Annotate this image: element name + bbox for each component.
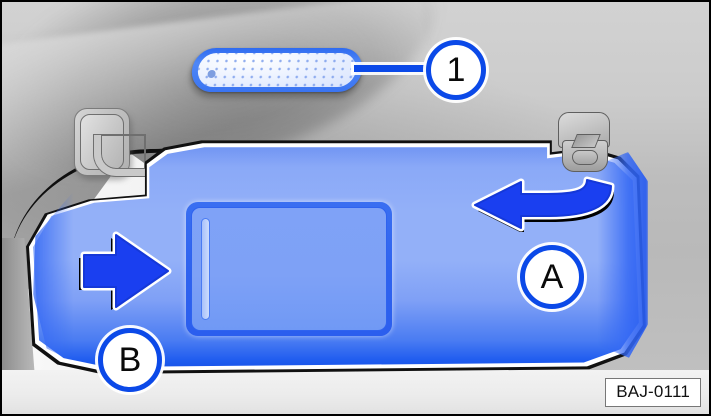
vanity-mirror-panel	[186, 202, 392, 336]
callout-1: 1	[426, 40, 486, 100]
vanity-light-strip	[189, 48, 365, 92]
arrow-a-swing-visor	[460, 170, 622, 234]
visor-clip-slot	[572, 150, 598, 165]
arrow-b-slide-cover	[72, 224, 200, 316]
vanity-mirror-slide-slot	[201, 218, 210, 320]
callout-1-leader-line	[354, 65, 430, 72]
vanity-light-dot	[207, 70, 216, 78]
figure-id-label: BAJ-0111	[605, 378, 701, 407]
arrow-right-icon	[79, 231, 172, 311]
coat-hook-arm	[94, 135, 145, 176]
arrow-curved-left-icon	[471, 176, 615, 234]
vanity-light-lens	[196, 53, 358, 87]
callout-a: A	[520, 245, 584, 309]
callout-b: B	[98, 328, 162, 392]
vanity-mirror-cover	[191, 207, 387, 331]
